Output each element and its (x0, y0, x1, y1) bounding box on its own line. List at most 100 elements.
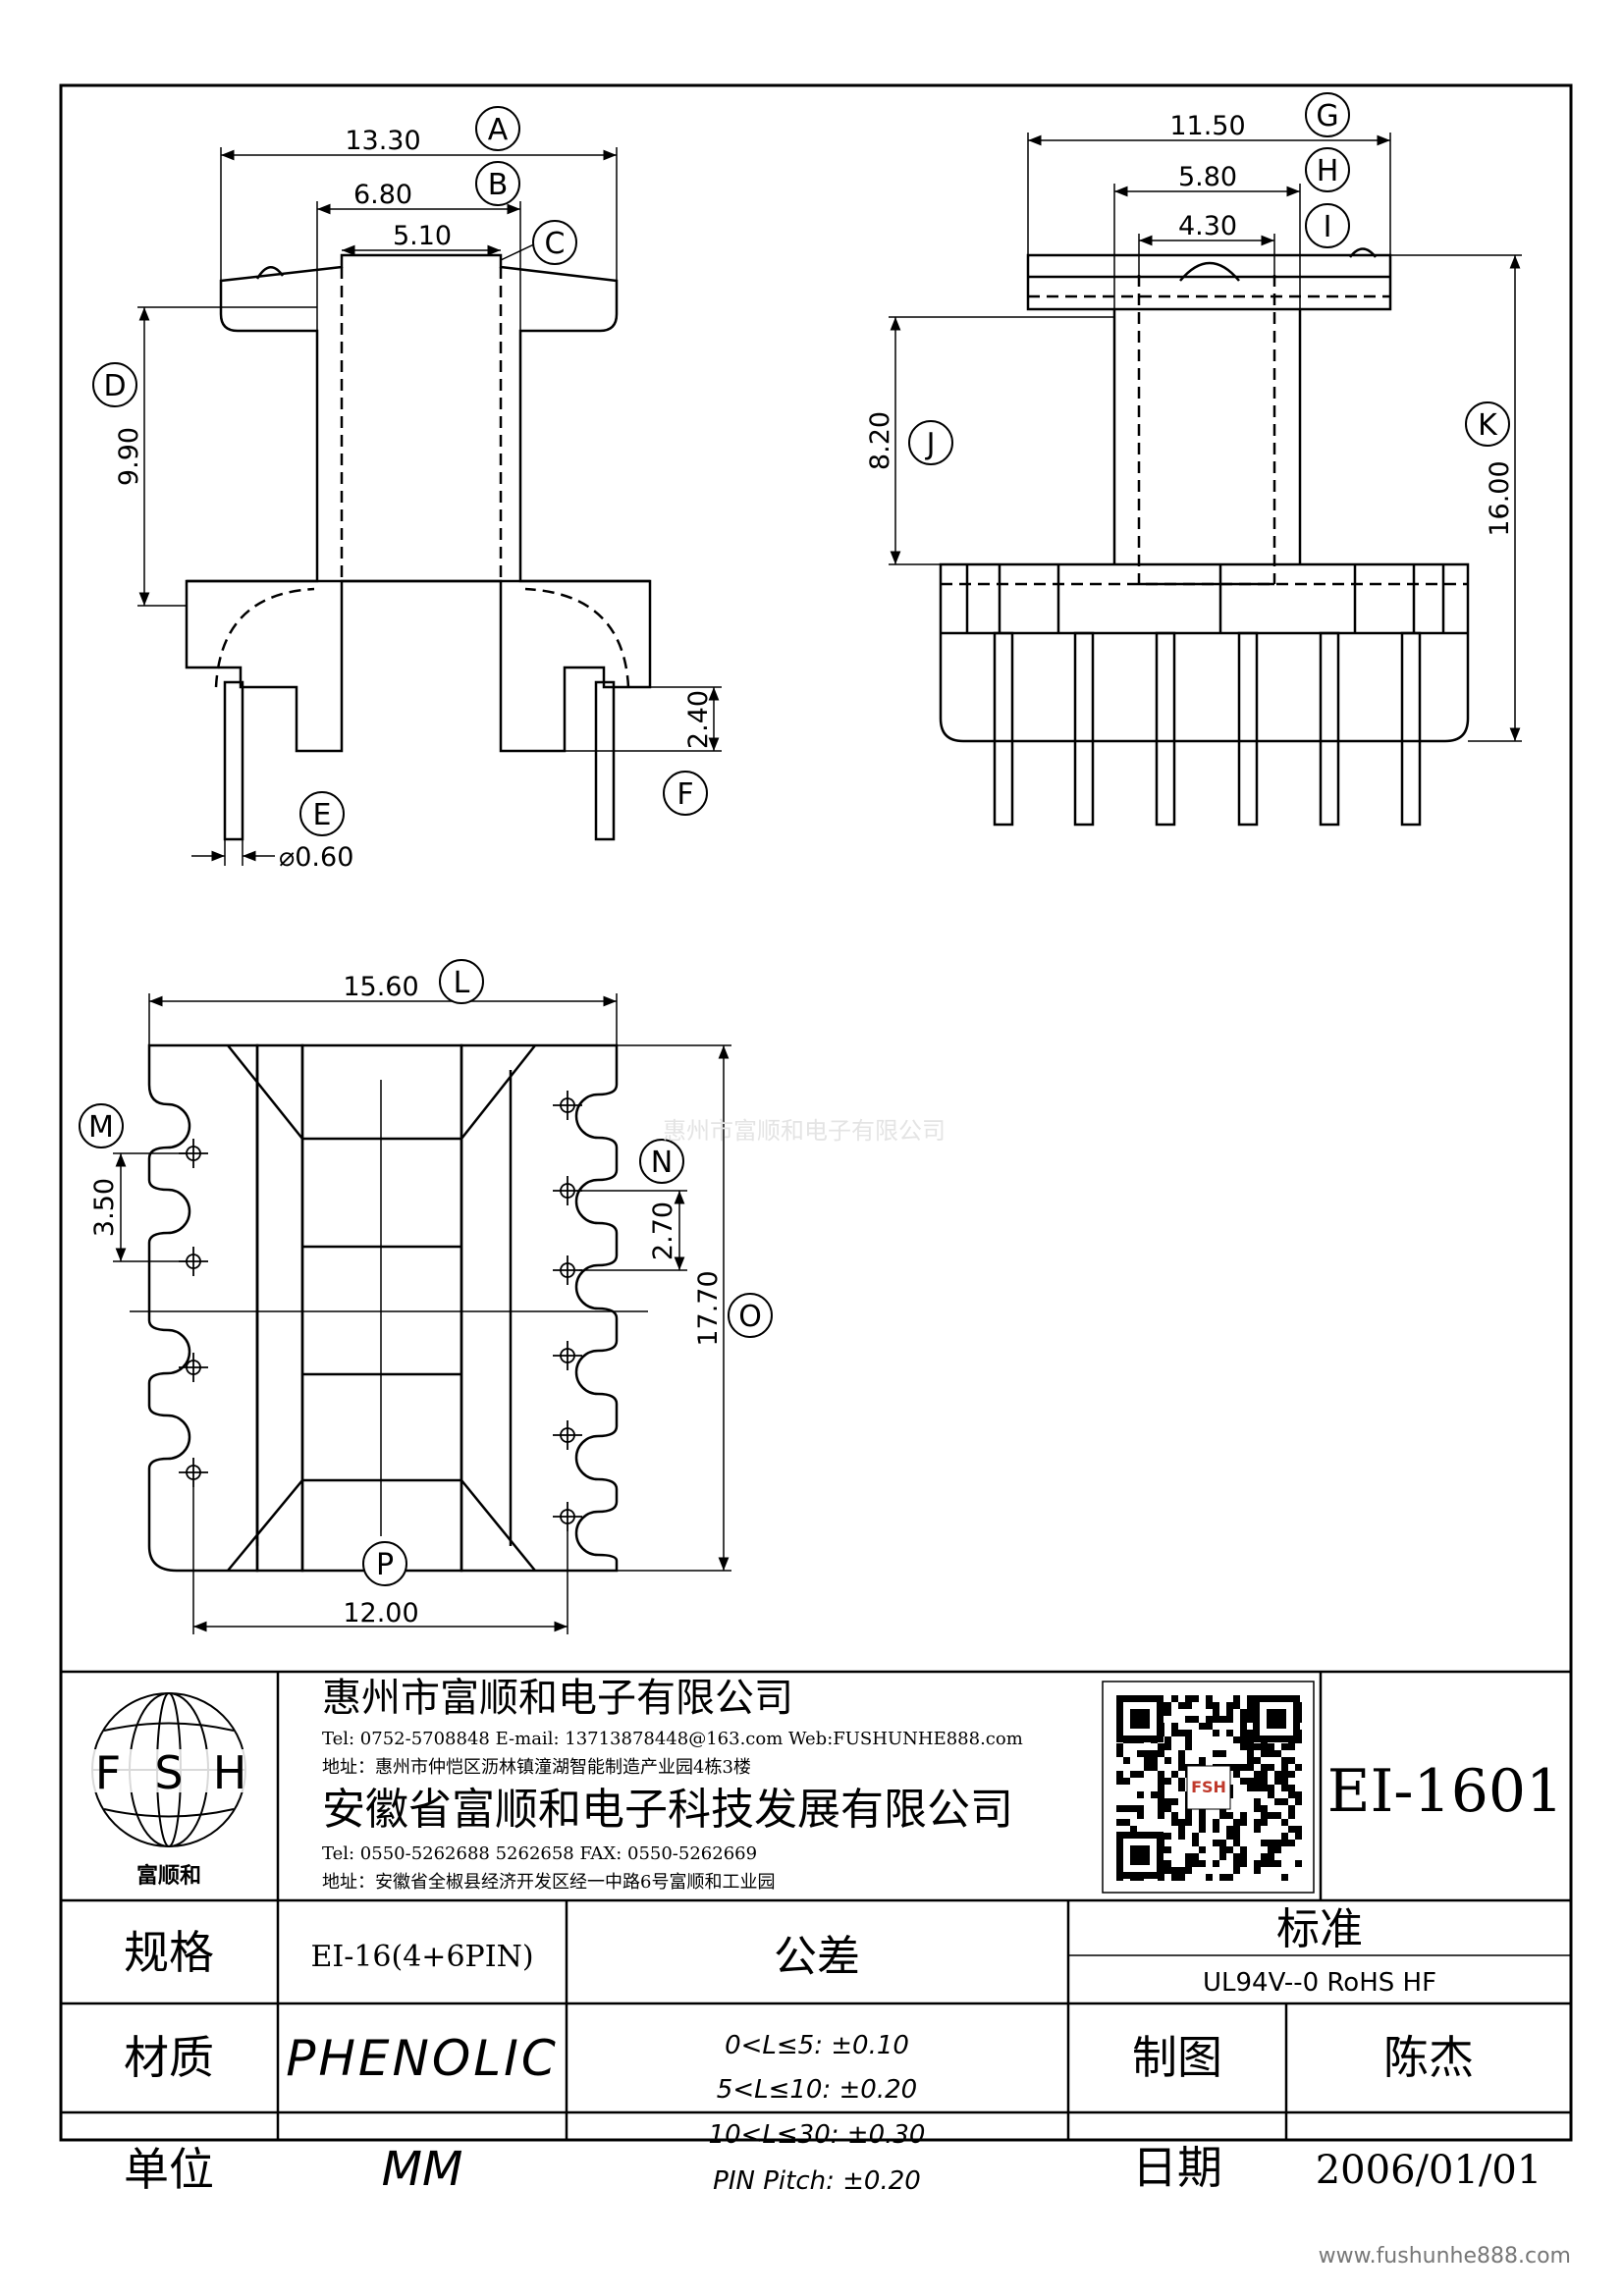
label-J: J (925, 427, 936, 461)
bottom-view (130, 1043, 648, 1573)
company2-name: 安徽省富顺和电子科技发展有限公司 (322, 1785, 1013, 1835)
bottom-view-label-text: L M N O P (88, 966, 762, 1582)
label-F-circle (663, 771, 708, 816)
label-I: I (1324, 210, 1332, 244)
material-value: PHENOLIC (286, 2030, 559, 2087)
bottom-view-pin-marks (179, 1091, 582, 1531)
dim-J-value: 8.20 (865, 411, 895, 470)
dim-M-value: 3.50 (89, 1178, 120, 1237)
label-P-circle (362, 1541, 407, 1586)
label-N: N (651, 1146, 673, 1180)
dim-F-value: 2.40 (683, 690, 714, 749)
drawn-value: 陈杰 (1383, 2031, 1474, 2084)
front-view-dim-text: 13.30 6.80 5.10 9.90 2.40 ⌀0.60 (114, 126, 714, 873)
logo-letter-F: F (95, 1746, 121, 1799)
tolerance-line-4: PIN Pitch: ±0.20 (713, 2166, 921, 2196)
unit-value: MM (382, 2142, 463, 2197)
standard-value: UL94V--0 RoHS HF (1203, 1968, 1436, 1998)
label-E-circle (299, 791, 345, 836)
front-view-label-text: A B C D E F (103, 113, 693, 832)
dim-K-value: 16.00 (1485, 460, 1515, 536)
watermark: 惠州市富顺和电子有限公司 (663, 1117, 946, 1145)
logo-letter-S: S (154, 1746, 183, 1799)
label-H-circle (1305, 147, 1350, 192)
company2-contact: Tel: 0550-5262688 5262658 FAX: 0550-5262… (322, 1843, 757, 1864)
label-D: D (103, 369, 126, 403)
unit-label: 单位 (124, 2143, 214, 2196)
label-C: C (545, 227, 566, 261)
qr-code (1102, 1681, 1315, 1894)
dim-L-value: 15.60 (343, 972, 418, 1002)
spec-label: 规格 (124, 1926, 214, 1979)
dim-D-value: 9.90 (114, 427, 144, 486)
label-G: G (1316, 99, 1338, 133)
label-K: K (1478, 408, 1498, 443)
tolerance-line-3: 10<L≤30: ±0.30 (709, 2120, 926, 2150)
label-G-circle (1305, 92, 1350, 137)
label-M-circle (79, 1103, 124, 1148)
label-B: B (488, 168, 509, 202)
company1-contact: Tel: 0752-5708848 E-mail: 13713878448@16… (322, 1729, 1023, 1749)
label-E: E (313, 798, 332, 832)
label-H: H (1317, 154, 1339, 188)
qr-badge: FSH (1191, 1778, 1226, 1796)
label-D-circle (92, 362, 137, 407)
label-I-circle (1305, 203, 1350, 248)
label-N-circle (639, 1139, 684, 1184)
logo-letter-H: H (213, 1746, 247, 1799)
date-label: 日期 (1132, 2141, 1222, 2194)
bottom-left-flange (147, 1043, 259, 1573)
label-C-circle (532, 220, 577, 265)
company1-name: 惠州市富顺和电子有限公司 (322, 1676, 793, 1721)
dim-G-value: 11.50 (1169, 111, 1245, 141)
spec-value: EI-16(4+6PIN) (310, 1940, 533, 1974)
standard-label: 标准 (1276, 1904, 1363, 1954)
footer-url: www.fushunhe888.com (1319, 2244, 1571, 2269)
dim-E-value: ⌀0.60 (279, 842, 353, 873)
company1-address: 地址：惠州市仲恺区沥林镇潼湖智能制造产业园4栋3楼 (322, 1757, 751, 1778)
dim-I-value: 4.30 (1178, 211, 1237, 241)
title-block-lines (61, 1670, 1571, 2140)
drawing-frame (59, 83, 1573, 2142)
dim-N-value: 2.70 (648, 1201, 678, 1260)
dim-B-value: 6.80 (353, 180, 412, 210)
side-view-labels (908, 92, 1510, 465)
label-A: A (488, 113, 509, 147)
company2-address: 地址：安徽省全椒县经济开发区经一中路6号富顺和工业园 (322, 1872, 775, 1893)
dim-inner-value: 5.10 (393, 221, 452, 251)
front-view-labels (92, 106, 708, 836)
label-B-circle (475, 161, 520, 206)
label-O-circle (728, 1293, 773, 1338)
tolerance-label: 公差 (774, 1932, 860, 1982)
label-F: F (676, 777, 693, 812)
bottom-view-labels (79, 959, 773, 1586)
tolerance-line-2: 5<L≤10: ±0.20 (717, 2075, 917, 2105)
label-A-circle (475, 106, 520, 151)
material-label: 材质 (124, 2031, 214, 2084)
front-view-dimensions (137, 147, 722, 866)
dim-H-value: 5.80 (1178, 162, 1237, 192)
logo-caption: 富顺和 (136, 1863, 201, 1889)
tolerance-line-1: 0<L≤5: ±0.10 (725, 2031, 909, 2060)
label-P: P (376, 1548, 394, 1582)
side-view-label-text: G H I J K (925, 99, 1499, 461)
dim-P-value: 12.00 (343, 1598, 418, 1629)
label-O: O (738, 1300, 762, 1334)
side-view (939, 247, 1470, 827)
label-L: L (454, 966, 470, 1000)
label-K-circle (1465, 401, 1510, 447)
dim-O-value: 17.70 (693, 1270, 724, 1346)
drawn-label: 制图 (1132, 2031, 1222, 2084)
bottom-right-flange (460, 1043, 619, 1573)
date-value: 2006/01/01 (1316, 2148, 1542, 2193)
part-number: EI-1601 (1327, 1757, 1563, 1826)
label-J-circle (908, 420, 953, 465)
side-view-dim-text: 11.50 5.80 4.30 8.20 16.00 (865, 111, 1515, 537)
side-view-dimensions (889, 133, 1522, 742)
label-M: M (88, 1110, 114, 1145)
bottom-view-dimensions (113, 993, 731, 1634)
bottom-view-dim-text: 15.60 3.50 2.70 17.70 12.00 (89, 972, 724, 1629)
label-L-circle (439, 959, 484, 1004)
dim-A-value: 13.30 (345, 126, 420, 156)
